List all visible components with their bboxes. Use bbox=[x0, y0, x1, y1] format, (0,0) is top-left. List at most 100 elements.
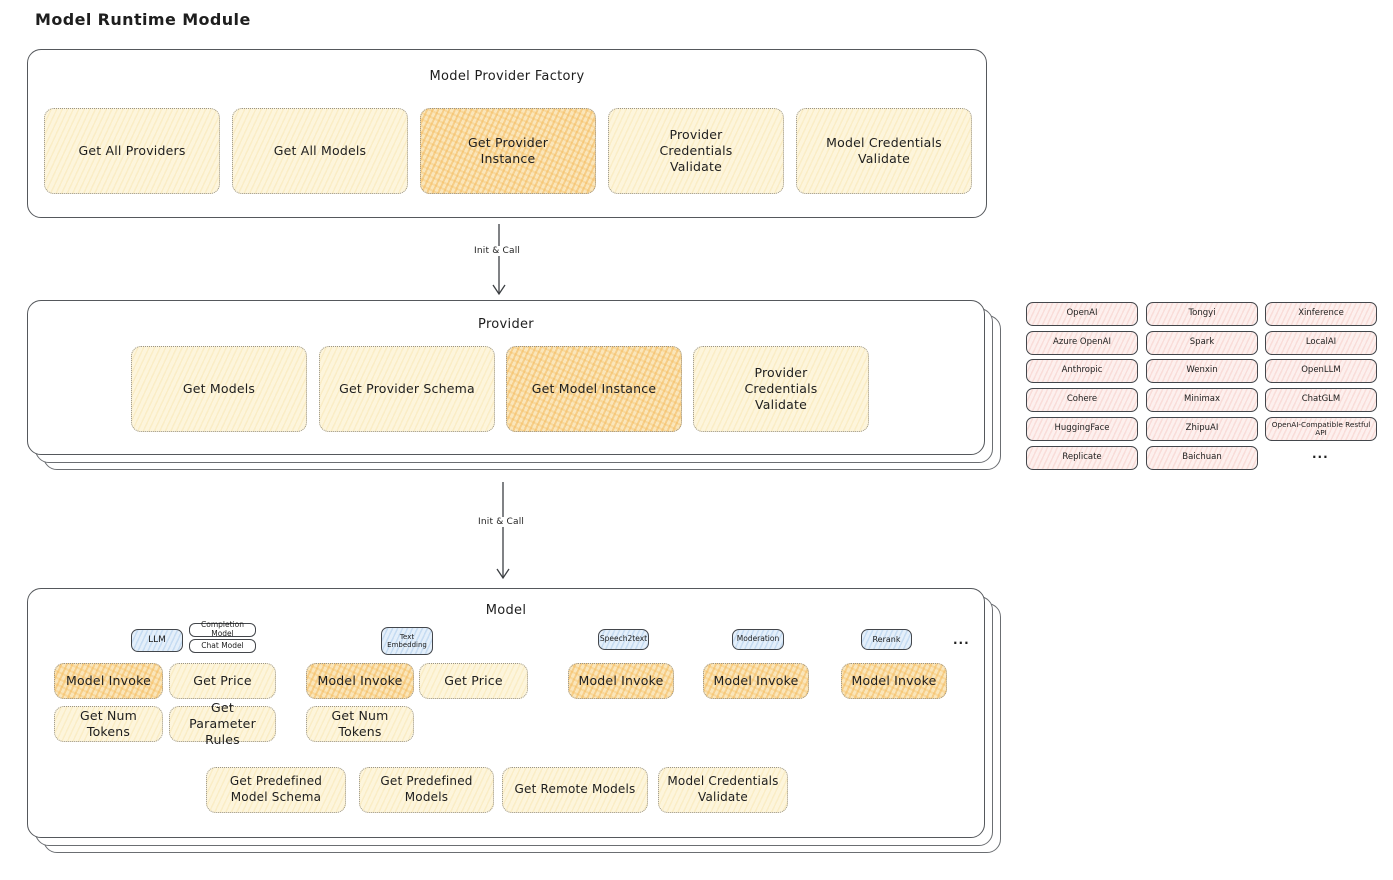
node-label: Get Provider Schema bbox=[339, 380, 475, 396]
chip-label: OpenLLM bbox=[1301, 365, 1341, 376]
node-label: Get Predefined Model Schema bbox=[229, 774, 323, 804]
node-label: Provider Credentials Validate bbox=[744, 364, 818, 413]
factory-node-provider-credentials-validate: Provider Credentials Validate bbox=[608, 108, 784, 194]
node-label: Get Price bbox=[193, 672, 252, 688]
model-tab-rerank: Rerank bbox=[861, 629, 912, 650]
model-subtab-completion-model: Completion Model bbox=[189, 620, 256, 638]
model-node-moderation-model-invoke: Model Invoke bbox=[703, 663, 809, 699]
providers-grid-more-ellipsis: ... bbox=[1312, 447, 1329, 461]
model-box: Model LLM Completion Model Chat Model Te… bbox=[27, 588, 985, 838]
page-title: Model Runtime Module bbox=[35, 10, 251, 29]
model-node-get-predefined-models: Get Predefined Models bbox=[359, 767, 494, 813]
node-label: Model Credentials Validate bbox=[826, 134, 942, 166]
provider-chip-zhipuai: ZhipuAI bbox=[1146, 417, 1258, 441]
provider-chip-anthropic: Anthropic bbox=[1026, 359, 1138, 383]
chip-label: Completion Model bbox=[201, 620, 244, 638]
provider-chip-openllm: OpenLLM bbox=[1265, 359, 1377, 383]
model-node-llm-get-price: Get Price bbox=[169, 663, 276, 699]
node-label: Get Provider Instance bbox=[467, 134, 549, 166]
model-subtab-chat-model: Chat Model bbox=[189, 639, 256, 653]
chip-label: Azure OpenAI bbox=[1053, 337, 1111, 348]
chip-label: Anthropic bbox=[1061, 365, 1103, 376]
model-node-text-embedding-get-num-tokens: Get Num Tokens bbox=[306, 706, 414, 742]
provider-node-provider-credentials-validate: Provider Credentials Validate bbox=[693, 346, 869, 432]
provider-chip-chatglm: ChatGLM bbox=[1265, 388, 1377, 412]
model-node-llm-model-invoke: Model Invoke bbox=[54, 663, 163, 699]
factory-node-get-all-providers: Get All Providers bbox=[44, 108, 220, 194]
node-label: Get Num Tokens bbox=[331, 707, 389, 739]
chip-label: ChatGLM bbox=[1301, 394, 1341, 405]
model-tab-text-embedding: Text Embedding bbox=[381, 627, 433, 655]
chip-label: Xinference bbox=[1298, 308, 1344, 319]
node-label: Provider Credentials Validate bbox=[659, 126, 733, 175]
factory-node-model-credentials-validate: Model Credentials Validate bbox=[796, 108, 972, 194]
provider-chip-huggingface: HuggingFace bbox=[1026, 417, 1138, 441]
provider-chip-localai: LocalAI bbox=[1265, 331, 1377, 355]
down-arrow bbox=[496, 482, 510, 580]
node-label: Get Num Tokens bbox=[79, 707, 138, 739]
chip-label: ZhipuAI bbox=[1185, 423, 1219, 434]
model-tab-speech2text: Speech2text bbox=[598, 629, 649, 650]
chip-label: Minimax bbox=[1184, 394, 1220, 405]
chip-label: Baichuan bbox=[1182, 452, 1222, 463]
node-label: Get All Models bbox=[273, 142, 367, 158]
factory-box-title: Model Provider Factory bbox=[429, 69, 585, 84]
model-node-llm-get-parameter-rules: Get Parameter Rules bbox=[169, 700, 276, 747]
chip-label: OpenAI-Compatible Restful API bbox=[1271, 419, 1371, 437]
provider-chip-cohere: Cohere bbox=[1026, 388, 1138, 412]
chip-label: Chat Model bbox=[201, 640, 244, 650]
chip-label: Wenxin bbox=[1186, 365, 1218, 376]
provider-box: Provider Get Models Get Provider Schema … bbox=[27, 300, 985, 455]
model-tabs-more-ellipsis: ... bbox=[953, 633, 970, 647]
node-label: Model Invoke bbox=[317, 672, 403, 688]
model-node-get-predefined-model-schema: Get Predefined Model Schema bbox=[206, 767, 346, 813]
provider-node-get-models: Get Models bbox=[131, 346, 307, 432]
provider-chip-baichuan: Baichuan bbox=[1146, 446, 1258, 470]
chip-label: OpenAI bbox=[1066, 308, 1098, 319]
provider-chip-replicate: Replicate bbox=[1026, 446, 1138, 470]
model-node-get-remote-models: Get Remote Models bbox=[502, 767, 648, 813]
chip-label: Spark bbox=[1189, 337, 1215, 348]
model-box-title: Model bbox=[485, 603, 527, 618]
provider-chip-openai: OpenAI bbox=[1026, 302, 1138, 326]
factory-box: Model Provider Factory Get All Providers… bbox=[27, 49, 987, 218]
chip-label: Text Embedding bbox=[387, 632, 427, 649]
model-tab-moderation: Moderation bbox=[732, 629, 784, 650]
node-label: Get All Providers bbox=[78, 142, 186, 158]
provider-chip-tongyi: Tongyi bbox=[1146, 302, 1258, 326]
provider-chip-minimax: Minimax bbox=[1146, 388, 1258, 412]
node-label: Model Invoke bbox=[851, 672, 937, 688]
node-label: Get Price bbox=[444, 672, 503, 688]
node-label: Get Predefined Models bbox=[380, 774, 473, 804]
factory-node-get-provider-instance: Get Provider Instance bbox=[420, 108, 596, 194]
model-node-text-embedding-get-price: Get Price bbox=[419, 663, 528, 699]
provider-chip-openai-compatible-restful-api: OpenAI-Compatible Restful API bbox=[1265, 417, 1377, 441]
provider-chip-azure-openai: Azure OpenAI bbox=[1026, 331, 1138, 355]
model-node-llm-get-num-tokens: Get Num Tokens bbox=[54, 706, 163, 742]
down-arrow bbox=[492, 224, 506, 296]
node-label: Get Model Instance bbox=[531, 380, 657, 396]
chip-label: Tongyi bbox=[1188, 308, 1216, 319]
node-label: Model Invoke bbox=[578, 672, 664, 688]
node-label: Get Parameter Rules bbox=[189, 699, 256, 748]
provider-node-get-model-instance: Get Model Instance bbox=[506, 346, 682, 432]
chip-label: HuggingFace bbox=[1054, 423, 1110, 434]
provider-node-get-provider-schema: Get Provider Schema bbox=[319, 346, 495, 432]
provider-box-title: Provider bbox=[478, 317, 534, 332]
chip-label: LocalAI bbox=[1305, 337, 1337, 348]
model-node-rerank-model-invoke: Model Invoke bbox=[841, 663, 947, 699]
chip-label: LLM bbox=[148, 635, 166, 646]
provider-chip-xinference: Xinference bbox=[1265, 302, 1377, 326]
chip-label: Speech2text bbox=[599, 634, 648, 644]
node-label: Model Invoke bbox=[713, 672, 799, 688]
provider-chip-spark: Spark bbox=[1146, 331, 1258, 355]
chip-label: Cohere bbox=[1066, 394, 1098, 405]
chip-label: Replicate bbox=[1062, 452, 1102, 463]
node-label: Model Invoke bbox=[65, 672, 152, 688]
model-tab-llm: LLM bbox=[131, 629, 183, 652]
arrow-label-init-call: Init & Call bbox=[475, 517, 528, 527]
node-label: Get Remote Models bbox=[514, 782, 636, 797]
factory-node-get-all-models: Get All Models bbox=[232, 108, 408, 194]
chip-label: Rerank bbox=[872, 634, 901, 644]
